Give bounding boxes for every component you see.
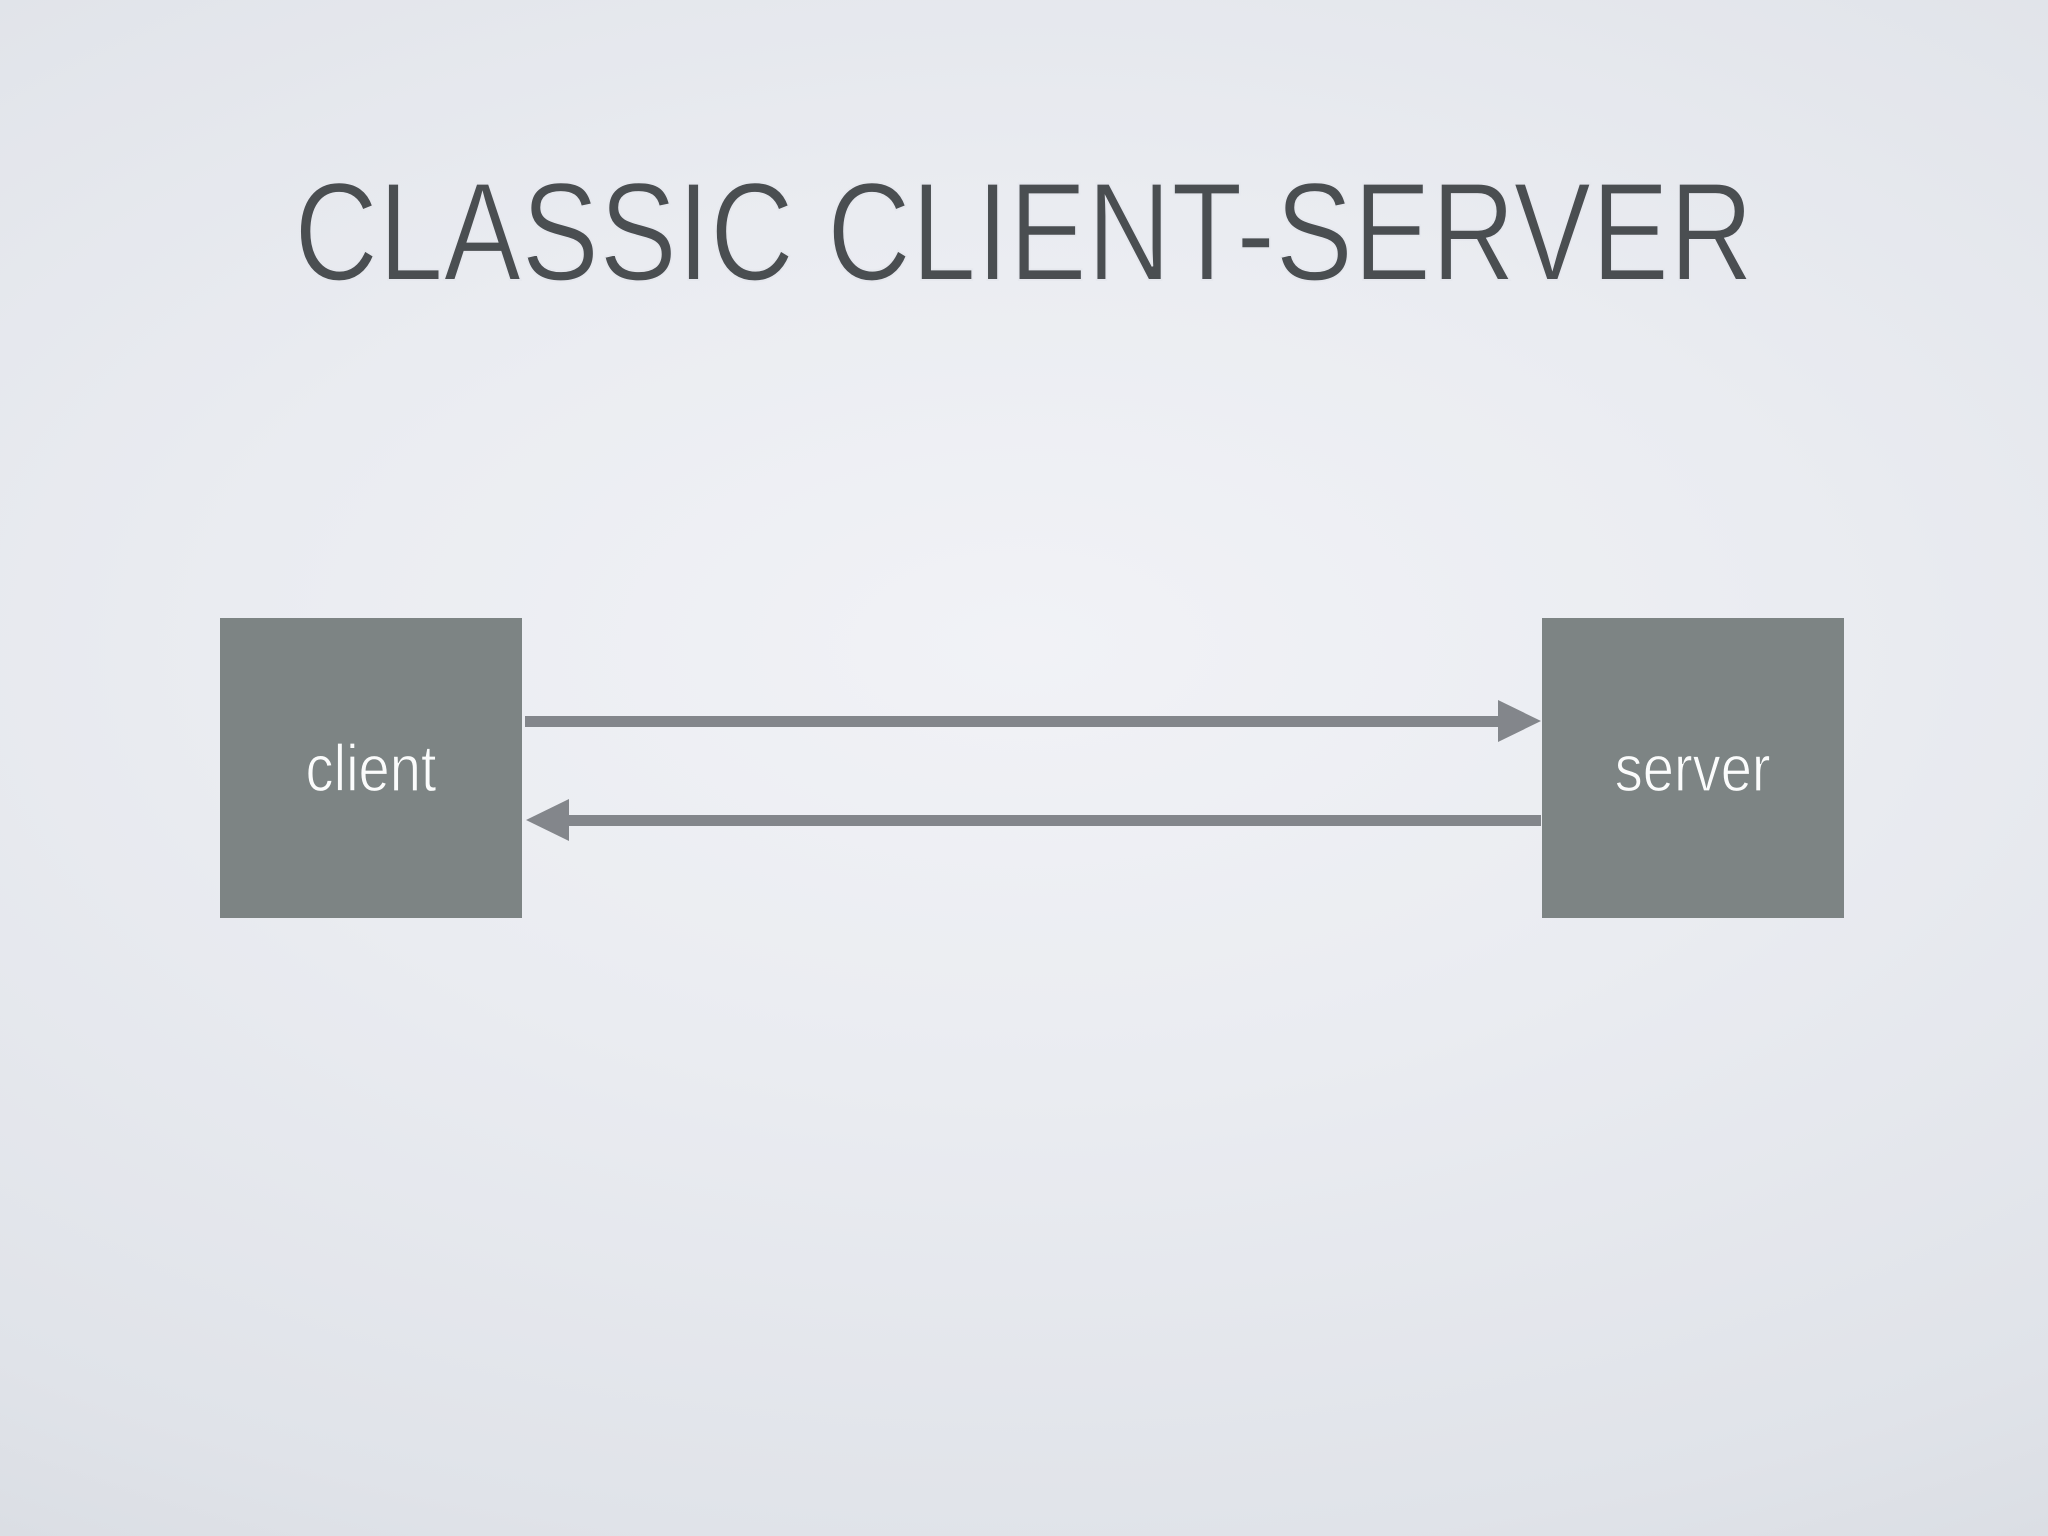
page-title: CLASSIC CLIENT-SERVER [293,153,1754,310]
server-node: server [1542,618,1844,918]
left-arrow-icon [526,799,569,841]
right-arrow-icon [1498,700,1541,742]
client-node: client [220,618,522,918]
client-node-label: client [305,731,437,805]
response-arrow-line [568,815,1541,826]
request-arrow-line [525,716,1498,727]
server-node-label: server [1615,731,1772,805]
